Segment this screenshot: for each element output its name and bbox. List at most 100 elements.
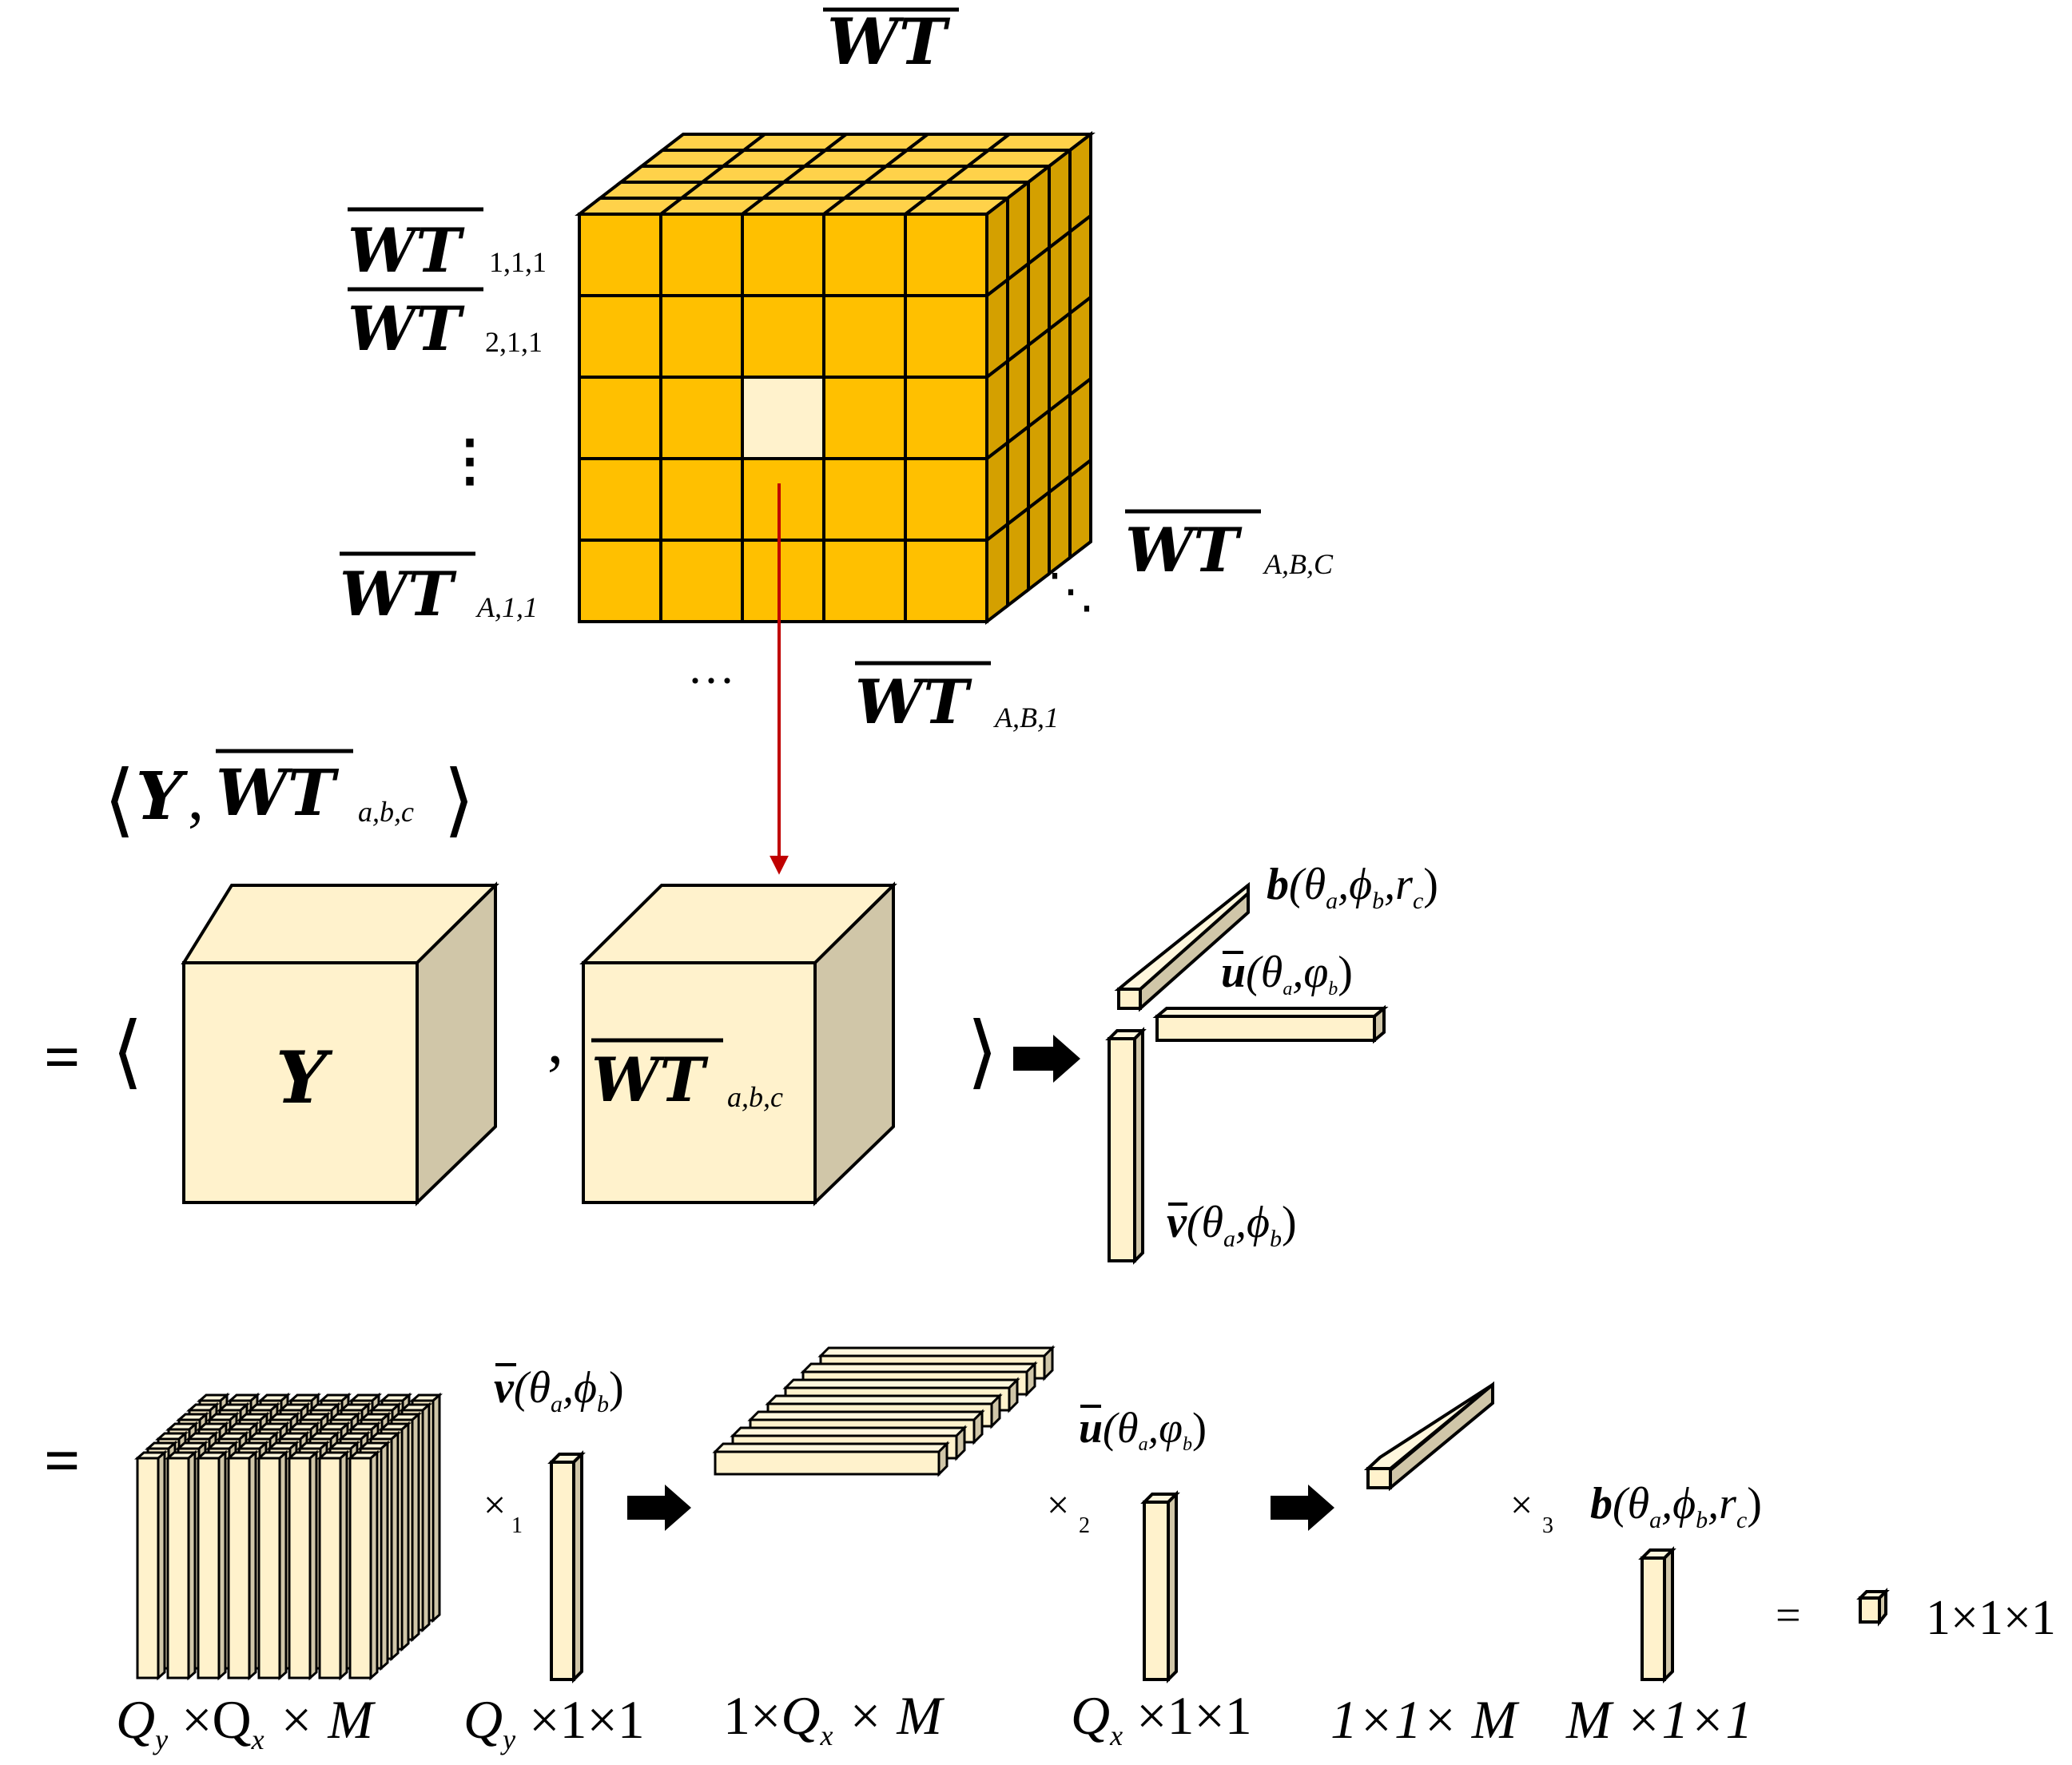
vector-b-slab bbox=[1114, 881, 1250, 1012]
svg-text:v(θa,ϕb): v(θa,ϕb) bbox=[494, 1363, 624, 1417]
cube-front-cell bbox=[659, 457, 744, 542]
b-close: ) bbox=[1423, 860, 1438, 909]
left-label-4-sub: A,1,1 bbox=[475, 591, 538, 623]
r3-u-sub-b: b bbox=[1183, 1434, 1192, 1455]
side-diagonal-ellipsis: ⋱ bbox=[1047, 565, 1095, 618]
fiber bbox=[348, 1457, 372, 1680]
times-mode2: × bbox=[1047, 1482, 1069, 1527]
times-mode2-sub: 2 bbox=[1079, 1513, 1090, 1538]
cube-side-cell bbox=[985, 520, 1009, 626]
row3-v-vector bbox=[547, 1450, 586, 1684]
times-mode3-sub: 3 bbox=[1542, 1513, 1553, 1538]
row3-arrow-1 bbox=[627, 1485, 691, 1531]
slab-stack-1QxM bbox=[712, 1345, 1056, 1477]
left-label-1-sub: 1,1,1 bbox=[489, 246, 547, 278]
cube-side-face bbox=[985, 130, 1092, 626]
left-vertical-ellipsis: ⋮ bbox=[442, 431, 498, 492]
cube-front-cell bbox=[822, 294, 907, 379]
cube-left-label-1: WT 1,1,1 bbox=[348, 207, 547, 286]
row3-arrow-2 bbox=[1271, 1485, 1334, 1531]
row2-b-label: b(θa,ϕb,rc) bbox=[1267, 860, 1438, 914]
cube-front-cell bbox=[741, 457, 825, 542]
weight-tensor-cube bbox=[575, 130, 1096, 626]
b-r: ,r bbox=[1384, 860, 1413, 909]
equals-row2: = bbox=[44, 1023, 81, 1093]
svg-text:u(θa,φb): u(θa,φb) bbox=[1221, 948, 1353, 1000]
cube-front-cell bbox=[578, 213, 662, 297]
cube-right-label: WT A,B,C bbox=[1125, 509, 1334, 586]
cube-front-cell bbox=[822, 539, 907, 623]
u-vec: u bbox=[1221, 948, 1246, 997]
svg-text:u(θa,φb): u(θa,φb) bbox=[1079, 1404, 1207, 1455]
row2-comma: , bbox=[547, 1007, 563, 1077]
fiber bbox=[257, 1457, 281, 1680]
result-scalar-cube bbox=[1856, 1588, 1890, 1627]
b-vec: b bbox=[1267, 860, 1289, 909]
r3-v-vec: v bbox=[494, 1363, 515, 1413]
r3-v-args: (θ bbox=[514, 1363, 551, 1413]
right-label-sub: A,B,C bbox=[1263, 548, 1334, 580]
left-label-1-base: WT bbox=[348, 215, 465, 286]
v-sub-a: a bbox=[1223, 1226, 1235, 1252]
u-sub-b: b bbox=[1328, 979, 1338, 1000]
cube-front-cell bbox=[904, 457, 988, 542]
row3-u-vector bbox=[1140, 1490, 1180, 1684]
v-vec: v bbox=[1167, 1198, 1187, 1247]
left-label-4-base: WT bbox=[340, 559, 457, 630]
tensor-wt-abc-cube: WT a,b,c bbox=[579, 881, 897, 1206]
comma: , bbox=[188, 763, 204, 833]
vector-v-slab bbox=[1105, 1027, 1147, 1265]
inner-wt: WT bbox=[216, 755, 340, 830]
fiber bbox=[288, 1457, 312, 1680]
cube-side-cell bbox=[1048, 472, 1072, 578]
left-label-2-base: WT bbox=[348, 293, 465, 364]
u-args: (θ bbox=[1246, 948, 1283, 997]
vector-u-slab bbox=[1152, 1004, 1389, 1044]
right-label-base: WT bbox=[1125, 515, 1243, 586]
cube-front-cell bbox=[741, 213, 825, 297]
slab bbox=[714, 1450, 941, 1476]
angle-close: ⟩ bbox=[443, 756, 475, 845]
cube-left-label-4: WT A,1,1 bbox=[340, 551, 538, 630]
b-sub-a: a bbox=[1326, 888, 1338, 914]
fiber bbox=[166, 1457, 190, 1680]
r3-b-close: ) bbox=[1747, 1479, 1762, 1528]
cube-bottom-label: WT A,B,1 bbox=[855, 661, 1059, 737]
cube-top-label-text: WT bbox=[827, 4, 951, 79]
r3-b-args: (θ bbox=[1613, 1479, 1649, 1528]
r3-u-sub-a: a bbox=[1139, 1434, 1148, 1455]
b-sub-c: c bbox=[1413, 888, 1423, 914]
row3-v-label: v(θa,ϕb) bbox=[494, 1363, 624, 1417]
row3-u-label: u(θa,φb) bbox=[1079, 1404, 1207, 1455]
dims-Qy11: Qy ×1×1 bbox=[463, 1689, 645, 1755]
r3-v-phi: ,ϕ bbox=[563, 1363, 597, 1413]
dims-11M: 1×1× M bbox=[1330, 1689, 1520, 1750]
inner-wt-sub: a,b,c bbox=[358, 796, 414, 828]
fiber-block-QyQxM bbox=[134, 1392, 443, 1681]
cube-front-cell bbox=[578, 376, 662, 460]
u-varphi: ,φ bbox=[1292, 948, 1328, 997]
fiber bbox=[136, 1457, 160, 1680]
b-args: (θ bbox=[1289, 860, 1326, 909]
cube-front-face bbox=[578, 213, 988, 623]
cube-front-cell bbox=[578, 539, 662, 623]
cube-top-label: WT bbox=[823, 4, 959, 79]
r3-b-sub-a: a bbox=[1649, 1507, 1661, 1533]
times-mode1: × bbox=[483, 1482, 506, 1527]
fiber bbox=[227, 1457, 251, 1680]
cube-front-cell bbox=[904, 294, 988, 379]
b-sub-b: b bbox=[1372, 888, 1384, 914]
angle-open: ⟨ bbox=[104, 756, 135, 845]
svg-text:v(θa,ϕb): v(θa,ϕb) bbox=[1167, 1198, 1297, 1252]
cube-y-label: Y bbox=[276, 1036, 333, 1120]
cube-front-cell bbox=[904, 376, 988, 460]
cube-front-cell bbox=[741, 539, 825, 623]
r3-v-sub-a: a bbox=[551, 1391, 563, 1417]
bottom-label-sub: A,B,1 bbox=[993, 702, 1059, 733]
cube-front-cell bbox=[904, 539, 988, 623]
bottom-label-base: WT bbox=[855, 666, 972, 737]
times-mode1-sub: 1 bbox=[511, 1513, 523, 1538]
result-dims: 1×1×1 bbox=[1926, 1591, 2056, 1645]
cube-front-cell bbox=[578, 457, 662, 542]
